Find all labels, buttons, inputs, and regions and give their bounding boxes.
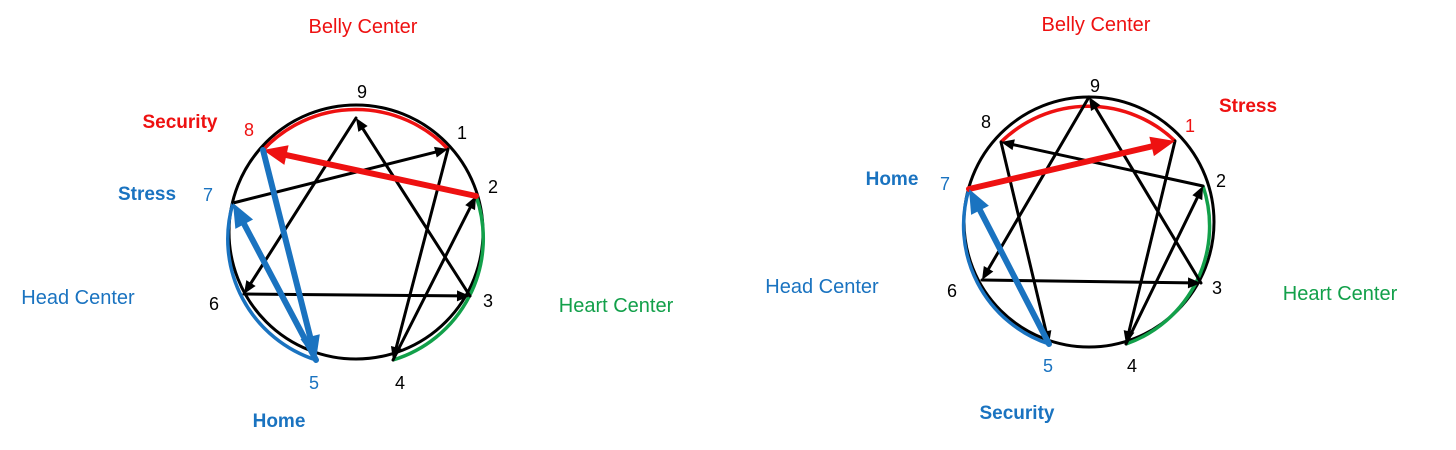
point-label-2: 2 xyxy=(1216,171,1226,191)
red-arrow-2-to-8-head xyxy=(263,145,289,165)
home-role-label: Home xyxy=(866,169,919,190)
heart-center-label: Heart Center xyxy=(1283,283,1398,305)
security-role-label: Security xyxy=(980,403,1055,424)
enneagram-circle xyxy=(227,103,485,361)
line-6-to-3-head xyxy=(456,290,470,302)
line-9-to-6-line xyxy=(247,116,358,288)
red-arrow-7-to-1-head xyxy=(1149,136,1175,157)
point-label-6: 6 xyxy=(947,281,957,301)
line-9-to-6-head xyxy=(244,280,256,294)
line-9-to-6-head xyxy=(982,266,994,280)
blue-center-arc xyxy=(226,202,317,362)
belly-center-label: Belly Center xyxy=(1042,14,1151,36)
line-3-to-9-head xyxy=(1089,97,1101,111)
point-label-6: 6 xyxy=(209,294,219,314)
stress-role-label: Stress xyxy=(118,184,176,205)
point-label-3: 3 xyxy=(483,291,493,311)
line-6-to-3-head xyxy=(1187,277,1201,289)
blue-arrow-5-to-7-head xyxy=(233,203,254,229)
red-center-arc xyxy=(261,107,450,152)
enneagram-diagram-right: Belly Center Head Center Heart Center St… xyxy=(765,14,1397,424)
enneagram-diagram-left: Belly Center Head Center Heart Center Se… xyxy=(21,16,673,432)
blue-arrow-5-to-7-line xyxy=(973,200,1052,347)
blue-arrow-8-to-5-line xyxy=(260,147,315,347)
stress-role-label: Stress xyxy=(1219,96,1277,117)
line-7-to-1-line xyxy=(231,149,441,205)
point-label-5: 5 xyxy=(309,373,319,393)
belly-center-label: Belly Center xyxy=(309,16,418,38)
line-4-to-2-line xyxy=(391,202,474,362)
line-4-to-2-line xyxy=(1124,192,1201,346)
line-2-to-8-head xyxy=(1001,139,1015,151)
line-4-to-2-head xyxy=(1192,186,1203,201)
line-6-to-3-line xyxy=(242,292,463,298)
green-center-arc xyxy=(1125,185,1212,346)
point-label-7: 7 xyxy=(203,185,213,205)
line-1-to-4-line xyxy=(393,147,450,353)
line-7-to-1-head xyxy=(434,146,448,158)
line-3-to-9-line xyxy=(359,124,472,298)
point-label-8: 8 xyxy=(244,120,254,140)
line-9-to-6-line xyxy=(985,95,1091,274)
line-8-to-5-line xyxy=(999,140,1049,337)
point-label-5: 5 xyxy=(1043,356,1053,376)
head-center-label: Head Center xyxy=(21,287,135,309)
point-label-1: 1 xyxy=(1185,116,1195,136)
line-3-to-9-head xyxy=(356,118,368,132)
line-2-to-8-line xyxy=(1008,142,1205,188)
blue-arrow-5-to-7-line xyxy=(237,214,319,363)
line-3-to-9-line xyxy=(1092,103,1203,285)
head-center-label: Head Center xyxy=(765,276,879,298)
home-role-label: Home xyxy=(253,411,306,432)
point-label-4: 4 xyxy=(395,373,405,393)
point-label-7: 7 xyxy=(940,174,950,194)
point-label-4: 4 xyxy=(1127,356,1137,376)
red-center-arc xyxy=(999,104,1177,144)
red-arrow-7-to-1-line xyxy=(966,141,1162,192)
point-label-1: 1 xyxy=(457,123,467,143)
point-label-8: 8 xyxy=(981,112,991,132)
line-1-to-4-line xyxy=(1126,139,1177,337)
red-arrow-2-to-8-line xyxy=(276,150,479,199)
point-label-2: 2 xyxy=(488,177,498,197)
point-label-3: 3 xyxy=(1212,278,1222,298)
blue-arrow-5-to-7-head xyxy=(969,189,989,215)
heart-center-label: Heart Center xyxy=(559,295,674,317)
security-role-label: Security xyxy=(143,112,218,133)
point-label-9: 9 xyxy=(357,82,367,102)
blue-center-arc xyxy=(961,188,1050,346)
point-label-9: 9 xyxy=(1090,76,1100,96)
line-4-to-2-head xyxy=(465,196,476,211)
